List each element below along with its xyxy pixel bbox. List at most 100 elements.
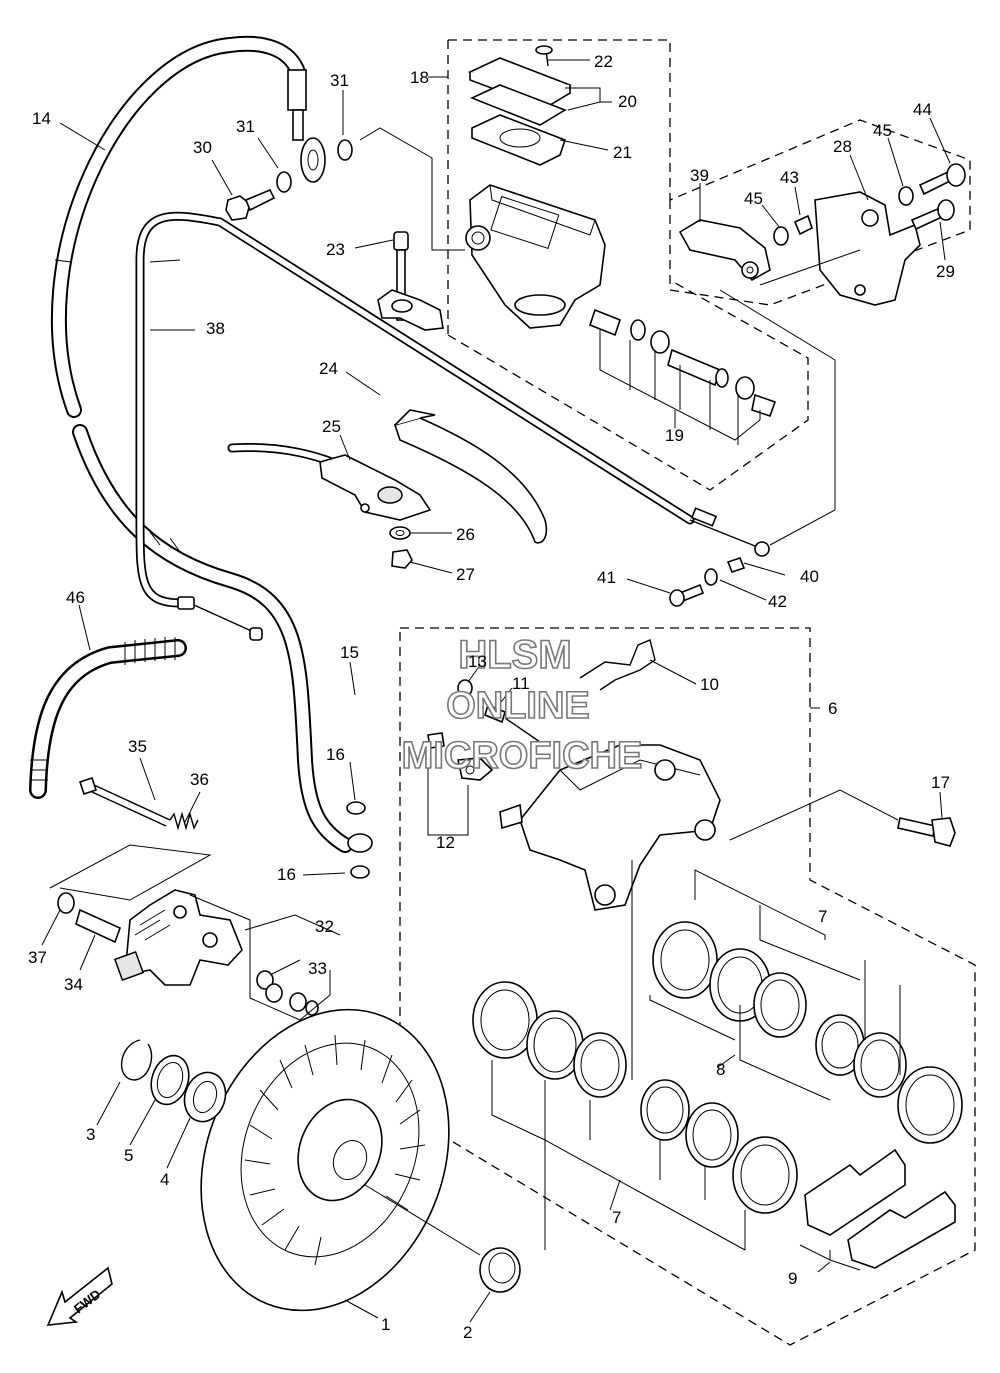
cap-plate-and-diaphragm [469,84,567,166]
nut-27 [391,549,413,569]
bracket-32 [113,889,243,986]
callout-3: 3 [86,1125,95,1144]
callout-4: 4 [160,1170,169,1189]
piston-kit-bracket [599,330,761,445]
callout-27: 27 [456,565,475,584]
callout-20: 20 [618,92,637,111]
callout-42: 42 [768,592,787,611]
spring-cover-part [29,637,187,799]
brake-pads-9 [799,1148,956,1271]
piston-group-brackets [491,860,901,1251]
callout-40: 40 [800,567,819,586]
banjo-bolt-30 [225,188,276,221]
callout-38: 38 [206,319,225,338]
callout-7b: 7 [612,1208,621,1227]
callout-19: 19 [665,426,684,445]
collar-2 [479,1247,521,1293]
callout-5: 5 [124,1146,133,1165]
callout-7a: 7 [818,907,827,926]
callout-25: 25 [322,417,341,436]
callout-16b: 16 [277,865,296,884]
circlip-3 [120,1039,153,1081]
callout-45a: 45 [744,189,763,208]
washer-31b [337,139,353,161]
cap-screw [535,45,553,67]
callout-15: 15 [340,643,359,662]
callout-9: 9 [788,1269,797,1288]
washer-31a [276,171,292,193]
callout-31b: 31 [236,117,255,136]
brake-hose [51,35,353,853]
lever-bolt [393,231,409,321]
callout-37: 37 [28,948,47,967]
callout-16a: 16 [326,745,345,764]
callout-6: 6 [828,699,837,718]
callout-18: 18 [410,68,429,87]
callout-45b: 45 [873,121,892,140]
callout-46: 46 [66,588,85,607]
bleed-screw-11 [484,703,541,743]
fwd-arrow-icon: FWD [46,1266,113,1326]
spring-36 [169,811,199,831]
callout-11: 11 [512,674,530,693]
callout-36: 36 [190,770,209,789]
callout-39: 39 [690,166,709,185]
callout-12: 12 [436,833,455,852]
lever-guard-28 [814,191,921,306]
washer-45a [773,226,789,246]
brake-lever [377,289,548,544]
collar-34 [75,908,122,944]
caliper-assembly-outline [399,627,976,1346]
pivot-lever-39 [678,219,771,282]
master-cylinder-body [465,184,606,329]
callout-1: 1 [381,1315,390,1334]
caliper-pistons-lower [472,981,798,1214]
caliper-pistons-upper [652,921,963,1144]
master-cylinder-assembly-outline [447,39,809,491]
callout-22: 22 [594,52,613,71]
collar-4 [183,1071,227,1123]
callout-17: 17 [931,773,950,792]
callout-labels: 1 2 3 4 5 6 7 7 8 9 10 11 12 13 14 15 16… [28,52,955,1342]
callout-31a: 31 [330,71,349,90]
pad-spring-10 [579,639,656,691]
washer-42 [704,568,718,586]
washer-26 [389,526,411,540]
collar-43 [793,214,813,236]
throttle-lever-assembly [319,454,432,521]
brake-disc-1 [200,1008,450,1312]
callout-8: 8 [716,1060,725,1079]
washer-37 [57,892,75,914]
callout-14: 14 [32,109,51,128]
callout-10: 10 [700,675,719,694]
watermark-line-2: ONLINE [446,685,590,727]
callout-30: 30 [193,138,212,157]
bleed-cap-13 [457,679,473,697]
watermark-line-3: MICROFICHE [402,735,643,777]
callout-13: 13 [468,652,487,671]
bleed-valve-12 [427,732,494,836]
washer-5 [150,1054,190,1106]
callout-32: 32 [315,917,334,936]
washer-45b [898,186,914,206]
brake-cable [135,211,770,641]
callout-35: 35 [128,737,147,756]
watermark: HLSM ONLINE MICROFICHE [401,632,643,778]
lever-bracket-assembly-outline [669,119,971,306]
callout-24: 24 [319,359,338,378]
bolt-44 [918,163,966,196]
collar-40 [726,557,746,573]
caliper-bolt-17 [897,817,956,847]
callout-23: 23 [326,240,345,259]
callout-21: 21 [613,143,632,162]
callout-44: 44 [913,100,932,119]
bolt-41 [669,583,705,607]
collar-set-33 [256,970,319,1016]
callout-28: 28 [833,137,852,156]
callout-41: 41 [597,568,616,587]
callout-43: 43 [780,168,799,187]
callout-leader-lines [41,59,951,1323]
bolt-35 [78,776,171,827]
hose-banjo-fitting [287,69,326,183]
